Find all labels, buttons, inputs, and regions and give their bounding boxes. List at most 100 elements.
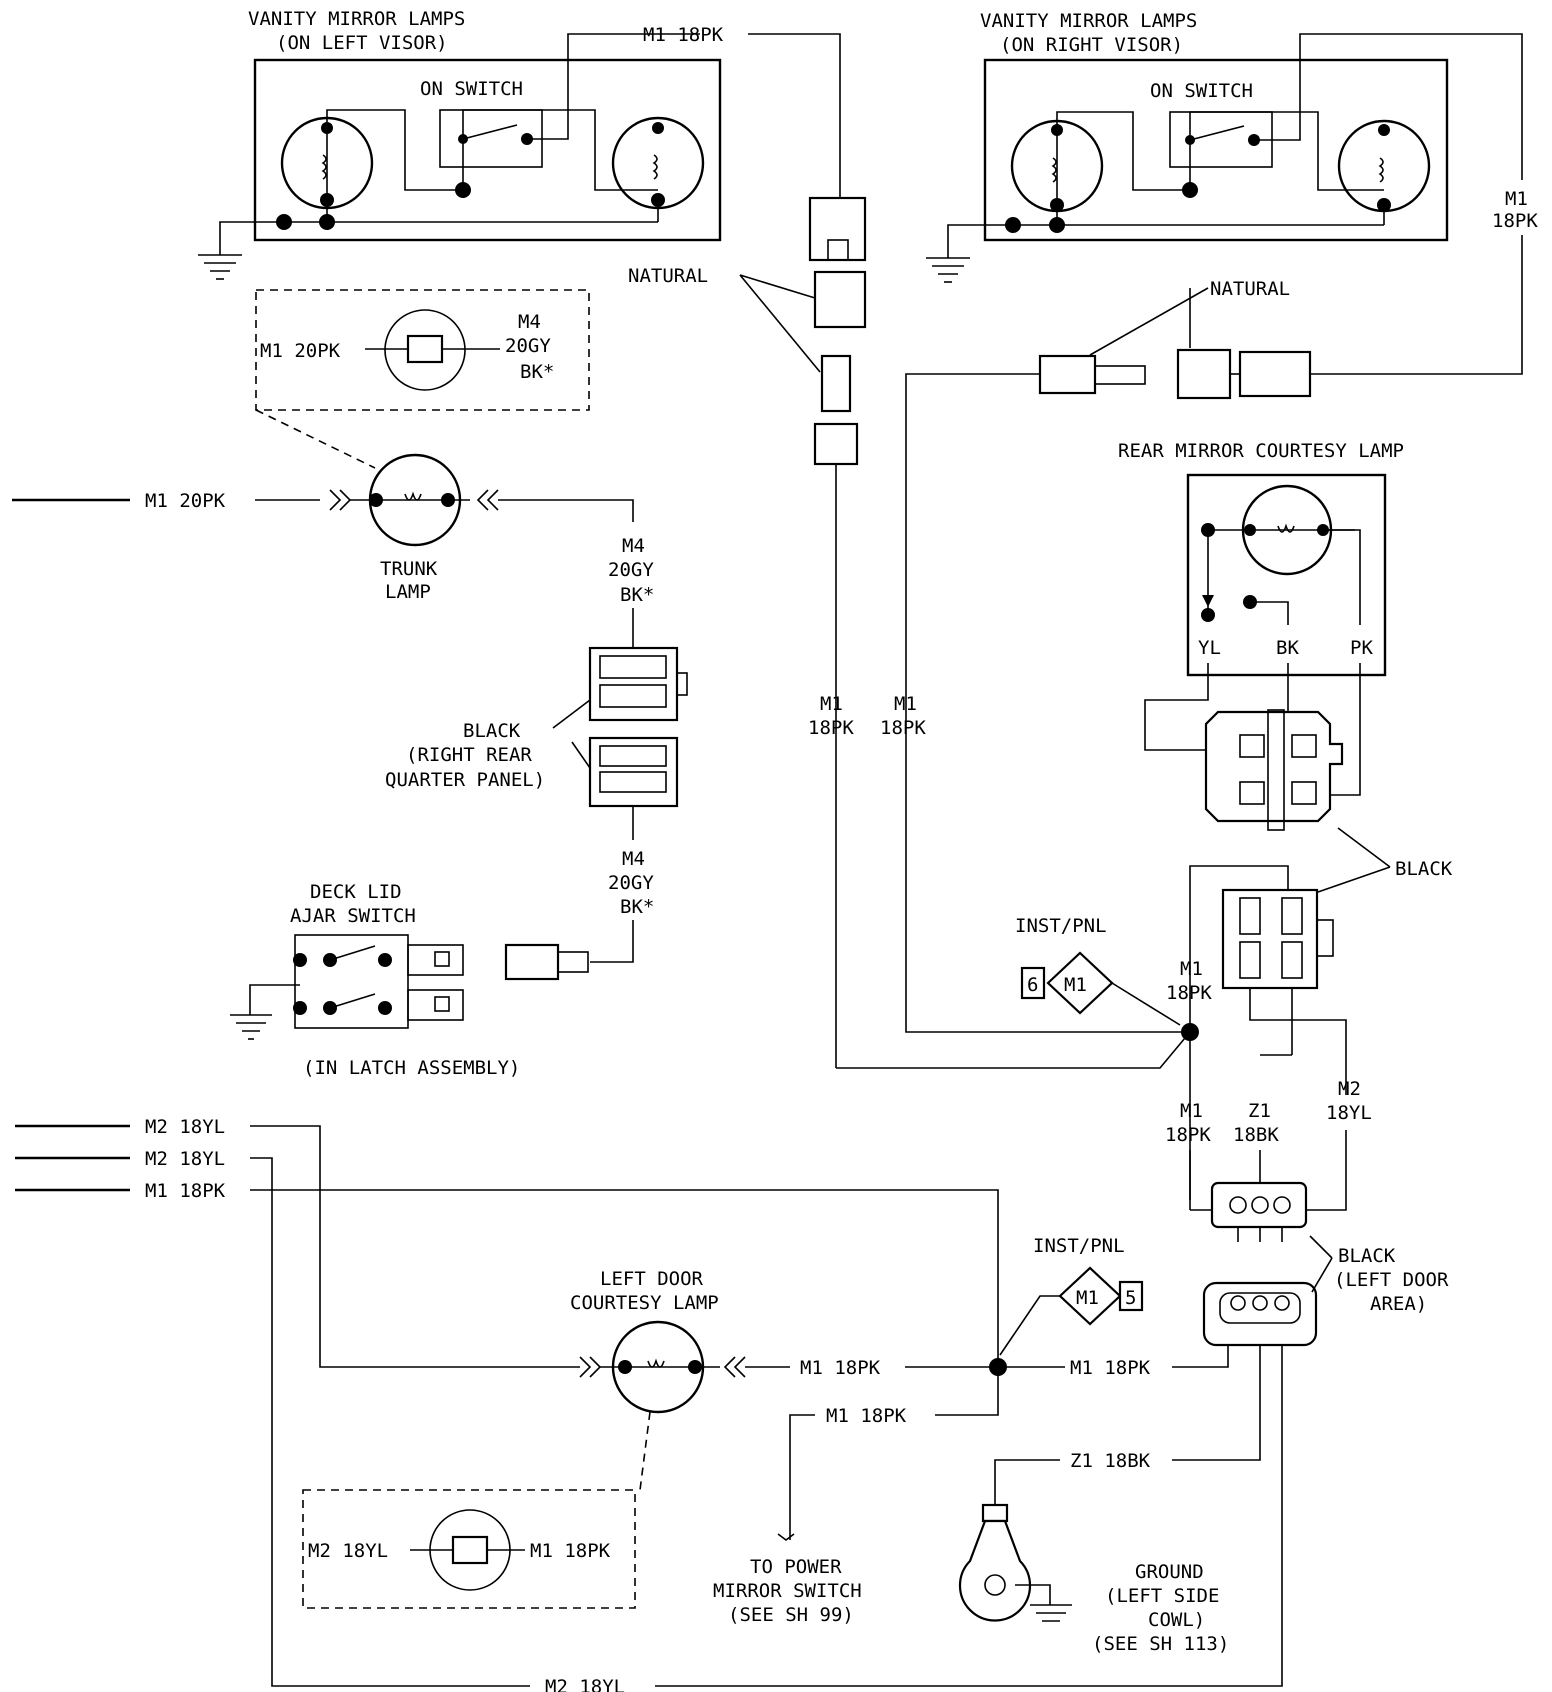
vanity-right-subtitle: (ON RIGHT VISOR) — [1000, 34, 1183, 56]
vanity-mirror-right: VANITY MIRROR LAMPS (ON RIGHT VISOR) ON … — [926, 10, 1538, 375]
power-mirror-wire: M1 18PK — [826, 1405, 907, 1427]
black-connector-left-door-a — [1210, 1181, 1308, 1242]
left-door-lamp-wire-right: M1 18PK — [800, 1357, 881, 1379]
vanity-right-wire-b: 18PK — [1492, 210, 1538, 232]
trunk-wire-in: M1 20PK — [145, 490, 226, 512]
deck-switch-label-2: AJAR SWITCH — [290, 905, 416, 927]
ground-label-4: (SEE SH 113) — [1092, 1633, 1229, 1655]
inst-pnl-connector-bottom: INST/PNL M1 5 — [999, 1235, 1144, 1356]
ground-label-3: COWL) — [1148, 1609, 1205, 1631]
door-lamp-inset: M2 18YL M1 18PK — [302, 1489, 636, 1609]
splice-top — [1181, 1023, 1199, 1041]
vanity-left-subtitle: (ON LEFT VISOR) — [276, 32, 448, 54]
deck-switch-note: (IN LATCH ASSEMBLY) — [303, 1057, 520, 1079]
bottom-left-wires: M2 18YL M2 18YL M1 18PK — [15, 1116, 999, 1687]
black-connector-left-door-b — [1202, 1281, 1318, 1347]
trunk-inset-right-3: BK* — [520, 361, 554, 383]
black-rrqp-label-3: QUARTER PANEL) — [385, 769, 545, 791]
black-left-door-3: AREA) — [1370, 1293, 1427, 1315]
lower-z1-1: Z1 — [1248, 1100, 1271, 1122]
vanity-right-housing — [983, 58, 1449, 242]
deck-wire-3: BK* — [620, 896, 654, 918]
trunk-lamp-label-1: TRUNK — [380, 558, 438, 580]
lower-m1-1: M1 — [1180, 1100, 1203, 1122]
natural-left-label: NATURAL — [628, 265, 708, 287]
natural-right-label: NATURAL — [1210, 278, 1290, 300]
ground-left-icon — [198, 254, 242, 280]
vanity-left-switch-label: ON SWITCH — [420, 78, 523, 100]
inst-pnl-top-label: INST/PNL — [1015, 915, 1107, 937]
vanity-left-housing — [253, 58, 722, 242]
trunk-inset-right-2: 20GY — [505, 335, 551, 357]
inst-pnl-bottom-label: INST/PNL — [1033, 1235, 1125, 1257]
trunk-lamp-inset: M1 20PK M4 20GY BK* — [255, 289, 590, 469]
rear-mirror-bk: BK — [1276, 637, 1299, 659]
vanity-left-wire-label: M1 18PK — [643, 24, 724, 46]
vertical-wire-b-1: M1 — [894, 693, 917, 715]
left-door-lamp-label-2: COURTESY LAMP — [570, 1292, 719, 1314]
deck-wire-2: 20GY — [608, 872, 654, 894]
black-left-door-2: (LEFT DOOR — [1334, 1269, 1449, 1291]
ground-label-1: GROUND — [1135, 1561, 1204, 1583]
splice-top-wire-2: 18PK — [1166, 982, 1212, 1004]
lower-m1-2: 18PK — [1165, 1124, 1211, 1146]
bottom-left-wire-2: M2 18YL — [145, 1148, 225, 1170]
trunk-wire-out-1: M4 — [622, 535, 645, 557]
bottom-left-wire-3: M1 18PK — [145, 1180, 226, 1202]
lower-m2-1: M2 — [1338, 1078, 1361, 1100]
lower-m2-2: 18YL — [1326, 1102, 1372, 1124]
deck-switch-label-1: DECK LID — [310, 881, 402, 903]
deck-wire-1: M4 — [622, 848, 645, 870]
ground-right-icon — [926, 257, 970, 283]
trunk-socket-icon — [384, 309, 466, 391]
bottom-left-wire-1: M2 18YL — [145, 1116, 225, 1138]
power-mirror-label-1: TO POWER — [750, 1556, 842, 1578]
ground-cowl: Z1 18BK GROUND (LEFT SIDE COWL) (SEE SH … — [958, 1345, 1261, 1655]
vanity-left-title: VANITY MIRROR LAMPS — [248, 8, 465, 30]
bottom-wire-label: M2 18YL — [545, 1676, 625, 1692]
rear-mirror-pk: PK — [1350, 637, 1373, 659]
splice-bottom-wire: M1 18PK — [1070, 1357, 1151, 1379]
inst-pnl-connector-top: INST/PNL 6 M1 M1 18PK — [1015, 915, 1212, 1026]
power-mirror-label-3: (SEE SH 99) — [728, 1604, 854, 1626]
left-door-courtesy-lamp: LEFT DOOR COURTESY LAMP M1 18PK — [570, 1268, 998, 1491]
trunk-wire-out-2: 20GY — [608, 559, 654, 581]
black-right-label: BLACK — [1395, 858, 1453, 880]
door-inset-right: M1 18PK — [530, 1540, 611, 1562]
vanity-right-title: VANITY MIRROR LAMPS — [980, 10, 1197, 32]
rear-mirror-yl: YL — [1198, 637, 1221, 659]
inst-pnl-bottom-circuit: M1 — [1076, 1287, 1099, 1309]
splice-top-wire-1: M1 — [1180, 958, 1203, 980]
ground-label-2: (LEFT SIDE — [1105, 1585, 1219, 1607]
ring-terminal-icon — [958, 1519, 1032, 1622]
ground-wire-label: Z1 18BK — [1070, 1450, 1151, 1472]
black-rrqp-label-2: (RIGHT REAR — [406, 744, 532, 766]
deck-lid-ajar-switch: DECK LID AJAR SWITCH (IN LATCH ASSEMBLY) — [230, 881, 520, 1079]
trunk-wire-out-3: BK* — [620, 584, 654, 606]
vanity-right-wire-a: M1 — [1505, 188, 1528, 210]
rear-mirror-courtesy-lamp: REAR MIRROR COURTESY LAMP YL BK PK — [1118, 440, 1404, 831]
black-connector-rear-quarter: BLACK (RIGHT REAR QUARTER PANEL) M4 20GY… — [385, 646, 688, 981]
vanity-mirror-left: VANITY MIRROR LAMPS (ON LEFT VISOR) ON S… — [198, 8, 841, 280]
black-rrqp-label-1: BLACK — [463, 720, 521, 742]
power-mirror-label-2: MIRROR SWITCH — [713, 1580, 862, 1602]
inst-pnl-bottom-pin: 5 — [1125, 1287, 1136, 1309]
door-inset-left: M2 18YL — [308, 1540, 388, 1562]
inst-pnl-top-pin: 6 — [1027, 974, 1038, 996]
vertical-wire-b-2: 18PK — [880, 717, 926, 739]
natural-connector-left: NATURAL — [628, 196, 867, 1068]
power-mirror-branch: M1 18PK TO POWER MIRROR SWITCH (SEE SH 9… — [713, 1367, 999, 1626]
trunk-lamp-label-2: LAMP — [385, 581, 431, 603]
trunk-lamp: M1 20PK TRUNK LAMP M4 20GY BK* — [12, 453, 654, 650]
natural-connector-right: NATURAL — [905, 278, 1312, 1033]
black-connector-right-lower — [1189, 865, 1347, 1200]
vertical-wire-a-2: 18PK — [808, 717, 854, 739]
rear-mirror-title: REAR MIRROR COURTESY LAMP — [1118, 440, 1404, 462]
trunk-inset-right-1: M4 — [518, 311, 541, 333]
vanity-right-switch-label: ON SWITCH — [1150, 80, 1253, 102]
lower-z1-2: 18BK — [1233, 1124, 1279, 1146]
vertical-wire-a-1: M1 — [820, 693, 843, 715]
trunk-inset-left: M1 20PK — [260, 340, 341, 362]
black-left-door-1: BLACK — [1338, 1245, 1396, 1267]
